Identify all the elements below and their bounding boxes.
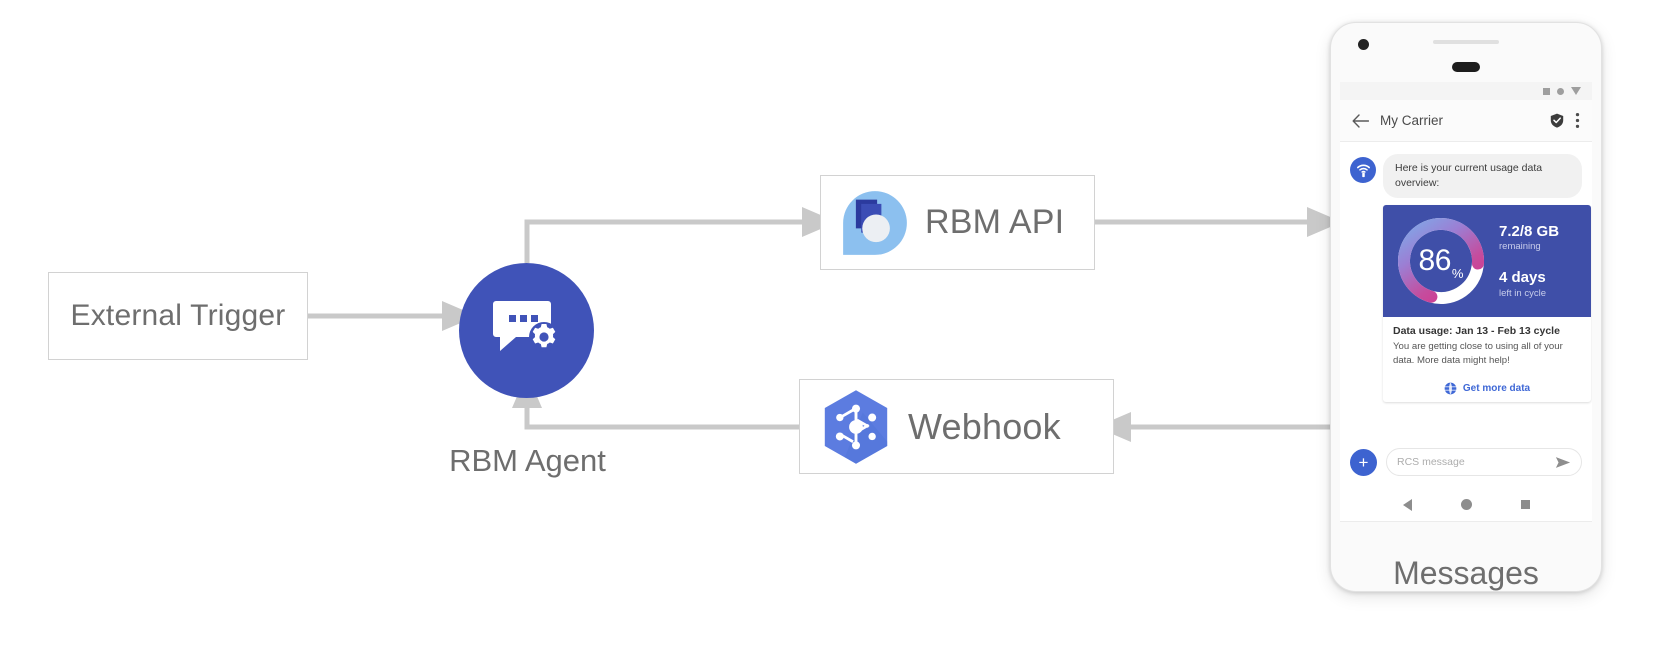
app-bar-title: My Carrier: [1380, 113, 1443, 128]
messages-label: Messages: [1393, 555, 1539, 591]
front-camera-icon: [1358, 39, 1369, 50]
android-nav-bar: [1340, 488, 1592, 522]
card-description: You are getting close to using all of yo…: [1393, 340, 1563, 366]
stat-days-left-value: 4 days: [1499, 269, 1546, 287]
plus-icon[interactable]: +: [1350, 448, 1377, 476]
message-composer: + RCS message: [1340, 440, 1592, 484]
stat-spacer: [1499, 252, 1581, 269]
webhook-label: Webhook: [908, 405, 1061, 447]
card-title: Data usage: Jan 13 - Feb 13 cycle: [1393, 324, 1560, 337]
shield-check-icon[interactable]: [1550, 113, 1564, 128]
phone-sensor-bar: [1433, 40, 1499, 44]
gauge-ring-icon: [1398, 217, 1484, 304]
chat-bubble-gear-icon: [492, 300, 559, 352]
stat-data-remaining-value: 7.2/8 GB: [1499, 223, 1560, 241]
get-more-data-label: Get more data: [1462, 382, 1531, 394]
send-icon[interactable]: [1555, 456, 1571, 469]
rbm-api-node[interactable]: RBM API: [820, 175, 1095, 270]
connector-webhook-to-agent: [512, 373, 799, 430]
message-bubble: Here is your current usage data overview…: [1383, 154, 1582, 198]
phone-device: My Carrier: [1330, 22, 1602, 592]
rcs-message-placeholder: RCS message: [1397, 456, 1465, 468]
conversation-thread: Here is your current usage data overview…: [1340, 142, 1592, 483]
triangle-down-icon: [1571, 87, 1581, 95]
app-bar: My Carrier: [1340, 100, 1592, 142]
nav-recents-square-icon[interactable]: [1520, 500, 1530, 509]
incoming-message-row: Here is your current usage data overview…: [1350, 154, 1582, 198]
data-usage-card[interactable]: 86 % 7.2/8 GB remaining 4 days left in c…: [1383, 204, 1591, 402]
rbm-agent-label: RBM Agent: [449, 443, 606, 478]
avatar: [1350, 157, 1376, 183]
usage-gauge: 86 %: [1389, 209, 1493, 313]
external-trigger-node[interactable]: External Trigger: [48, 272, 308, 360]
rbm-agent-node[interactable]: [459, 263, 594, 398]
phone-screen: My Carrier: [1340, 82, 1592, 522]
card-body: Data usage: Jan 13 - Feb 13 cycle You ar…: [1383, 317, 1591, 374]
nav-home-circle-icon[interactable]: [1460, 499, 1472, 510]
back-arrow-icon[interactable]: [1352, 113, 1369, 128]
card-stats: 7.2/8 GB remaining 4 days left in cycle: [1497, 223, 1581, 299]
globe-icon: [1444, 382, 1457, 394]
webhook-node[interactable]: Webhook: [799, 379, 1114, 474]
rcs-message-input[interactable]: RCS message: [1386, 448, 1582, 476]
gauge-value-group: 86 %: [1389, 209, 1493, 313]
cloud-functions-hexagon-icon: [824, 389, 888, 464]
rbm-api-label: RBM API: [925, 203, 1065, 241]
status-bar: [1340, 82, 1592, 100]
rbm-api-logo-icon: [843, 190, 907, 255]
external-trigger-label: External Trigger: [70, 299, 286, 332]
gauge-percent-value: 86: [1418, 243, 1452, 277]
more-vertical-icon[interactable]: [1575, 112, 1580, 129]
signal-tower-icon: [1356, 163, 1370, 177]
square-icon: [1543, 87, 1550, 95]
card-hero: 86 % 7.2/8 GB remaining 4 days left in c…: [1383, 204, 1591, 317]
circle-icon: [1557, 87, 1564, 95]
stat-days-left-label: left in cycle: [1499, 287, 1546, 299]
connector-agent-to-api: [524, 207, 837, 263]
stat-data-remaining-label: remaining: [1499, 241, 1541, 253]
get-more-data-button[interactable]: Get more data: [1383, 374, 1591, 402]
phone-earpiece: [1452, 62, 1480, 72]
gauge-percent-symbol: %: [1451, 265, 1464, 281]
nav-back-triangle-icon[interactable]: [1402, 498, 1412, 511]
rbm-agent-circle: [459, 263, 594, 398]
